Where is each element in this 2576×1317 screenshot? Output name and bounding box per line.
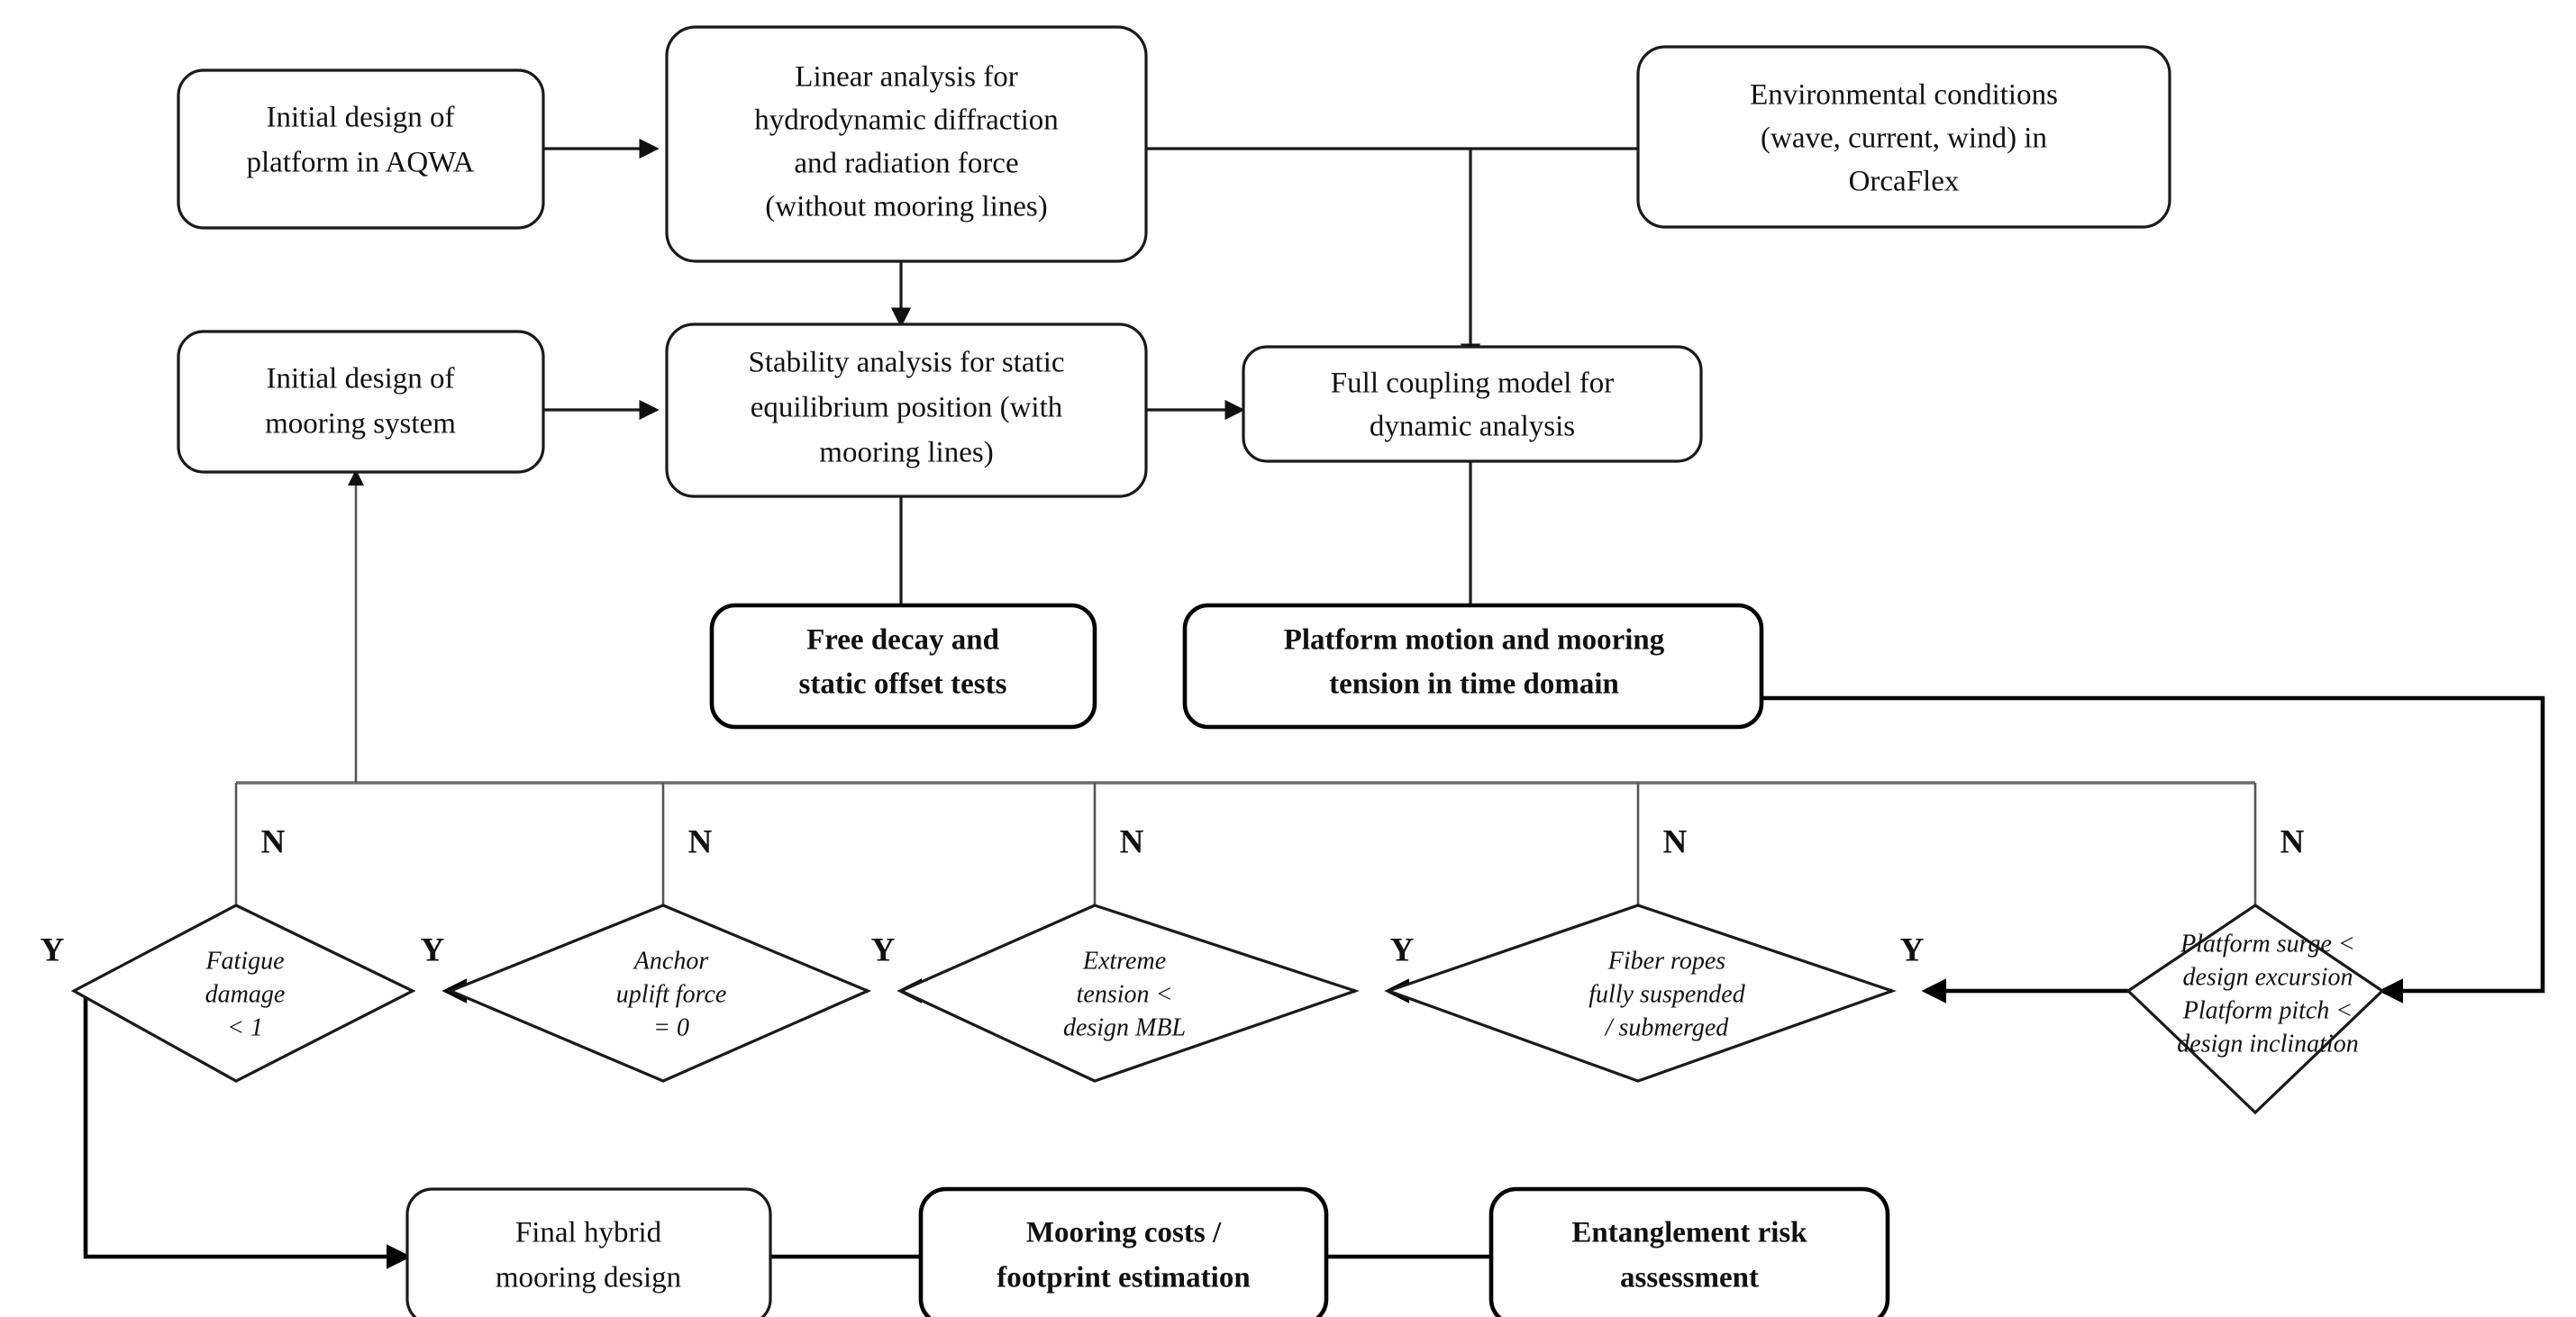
mooring-costs-line-2: footprint estimation bbox=[997, 1262, 1250, 1294]
node-initial-platform[interactable]: Initial design of platform in AQWA bbox=[177, 68, 545, 230]
final-hybrid-line-2: mooring design bbox=[496, 1262, 681, 1294]
branch-label-no-fiber-ropes: N bbox=[1663, 823, 1688, 860]
environmental-conditions-shape[interactable] bbox=[1636, 45, 2171, 229]
initial-platform-line-1: Initial design of bbox=[267, 102, 455, 134]
fiber-ropes-line-1: Fiber ropes bbox=[1607, 947, 1725, 975]
mooring-costs-line-1: Mooring costs / bbox=[1026, 1217, 1222, 1249]
platform-motion-shape[interactable] bbox=[1182, 603, 1764, 730]
branch-label-yes-fiber-ropes: Y bbox=[1390, 931, 1415, 968]
branch-label-yes-exit: Y bbox=[41, 931, 65, 968]
environmental-conditions-line-1: Environmental conditions bbox=[1750, 79, 2058, 112]
fatigue-damage-line-2: damage bbox=[205, 980, 286, 1008]
linear-analysis-line-3: and radiation force bbox=[794, 148, 1018, 180]
full-coupling-line-1: Full coupling model for bbox=[1331, 368, 1614, 400]
branch-label-no-extreme-tension: N bbox=[1120, 823, 1144, 860]
anchor-uplift-line-1: Anchor bbox=[633, 947, 709, 975]
stability-analysis-line-2: equilibrium position (with bbox=[751, 392, 1063, 424]
platform-surge-pitch-line-4: design inclination bbox=[2177, 1030, 2358, 1058]
fiber-ropes-line-3: / submerged bbox=[1604, 1013, 1730, 1041]
branch-label-no-platform-surge: N bbox=[2280, 823, 2305, 860]
platform-surge-pitch-line-3: Platform pitch < bbox=[2182, 996, 2353, 1024]
stability-analysis-shape[interactable] bbox=[665, 322, 1148, 498]
branch-label-yes-platform-surge: Y bbox=[1900, 931, 1925, 968]
anchor-uplift-line-2: uplift force bbox=[616, 980, 727, 1008]
node-platform-motion[interactable]: Platform motion and mooring tension in t… bbox=[1182, 603, 1764, 730]
extreme-tension-line-1: Extreme bbox=[1082, 947, 1166, 975]
branch-label-yes-extreme-tension: Y bbox=[871, 931, 896, 968]
initial-mooring-line-2: mooring system bbox=[265, 408, 456, 441]
platform-motion-line-2: tension in time domain bbox=[1329, 668, 1619, 701]
platform-surge-pitch-line-1: Platform surge < bbox=[2180, 930, 2355, 958]
node-decision-fatigue-damage[interactable]: Fatigue damage < 1 bbox=[70, 904, 416, 1083]
platform-surge-pitch-shape[interactable] bbox=[2125, 904, 2385, 1115]
final-hybrid-line-1: Final hybrid bbox=[515, 1217, 662, 1249]
free-decay-line-2: static offset tests bbox=[799, 668, 1007, 701]
process-box-layer: Initial design of platform in AQWA Linea… bbox=[177, 25, 2171, 1317]
mooring-costs-shape[interactable] bbox=[918, 1186, 1329, 1317]
node-decision-platform-surge-pitch[interactable]: Platform surge < design excursion Platfo… bbox=[2125, 904, 2385, 1115]
fiber-ropes-shape[interactable] bbox=[1384, 904, 1897, 1083]
platform-motion-line-1: Platform motion and mooring bbox=[1284, 624, 1665, 657]
final-hybrid-shape[interactable] bbox=[405, 1187, 772, 1317]
fatigue-damage-line-3: < 1 bbox=[227, 1013, 263, 1041]
linear-analysis-line-2: hydrodynamic diffraction bbox=[754, 104, 1059, 137]
node-decision-extreme-tension[interactable]: Extreme tension < design MBL bbox=[897, 904, 1361, 1083]
node-final-hybrid[interactable]: Final hybrid mooring design bbox=[405, 1187, 772, 1317]
linear-analysis-shape[interactable] bbox=[665, 25, 1148, 263]
decision-layer: Fatigue damage < 1 Anchor uplift force =… bbox=[70, 904, 2385, 1115]
node-decision-anchor-uplift[interactable]: Anchor uplift force = 0 bbox=[446, 904, 872, 1083]
extreme-tension-line-2: tension < bbox=[1077, 980, 1173, 1008]
node-stability-analysis[interactable]: Stability analysis for static equilibriu… bbox=[665, 322, 1148, 498]
extreme-tension-shape[interactable] bbox=[897, 904, 1361, 1083]
free-decay-shape[interactable] bbox=[709, 603, 1097, 730]
linear-analysis-line-1: Linear analysis for bbox=[795, 61, 1017, 94]
node-entanglement-risk[interactable]: Entanglement risk assessment bbox=[1488, 1186, 1890, 1317]
stability-analysis-line-1: Stability analysis for static bbox=[748, 347, 1064, 379]
node-environmental-conditions[interactable]: Environmental conditions (wave, current,… bbox=[1636, 45, 2171, 229]
fatigue-damage-line-1: Fatigue bbox=[205, 947, 284, 975]
entanglement-risk-line-1: Entanglement risk bbox=[1571, 1217, 1807, 1249]
initial-platform-line-2: platform in AQWA bbox=[247, 147, 475, 179]
edge-platform-motion-to-decision-platform-surge bbox=[1761, 695, 2545, 1004]
anchor-uplift-shape[interactable] bbox=[446, 904, 872, 1083]
branch-label-layer: N N N N N Y Y Y Y Y bbox=[41, 823, 2305, 968]
fiber-ropes-line-2: fully suspended bbox=[1588, 980, 1745, 1008]
initial-mooring-line-1: Initial design of bbox=[267, 363, 455, 395]
full-coupling-line-2: dynamic analysis bbox=[1370, 411, 1575, 443]
full-coupling-shape[interactable] bbox=[1242, 345, 1703, 463]
entanglement-risk-shape[interactable] bbox=[1488, 1186, 1890, 1317]
anchor-uplift-line-3: = 0 bbox=[653, 1013, 689, 1041]
entanglement-risk-line-2: assessment bbox=[1620, 1262, 1759, 1294]
node-full-coupling[interactable]: Full coupling model for dynamic analysis bbox=[1242, 345, 1703, 463]
environmental-conditions-line-3: OrcaFlex bbox=[1849, 166, 1960, 198]
free-decay-line-1: Free decay and bbox=[806, 624, 999, 657]
initial-platform-shape[interactable] bbox=[177, 68, 545, 230]
branch-label-no-fatigue-damage: N bbox=[261, 823, 286, 860]
linear-analysis-line-4: (without mooring lines) bbox=[765, 191, 1047, 223]
node-decision-fiber-ropes[interactable]: Fiber ropes fully suspended / submerged bbox=[1384, 904, 1897, 1083]
branch-label-yes-anchor-uplift: Y bbox=[421, 931, 445, 968]
branch-label-no-anchor-uplift: N bbox=[688, 823, 713, 860]
node-mooring-costs[interactable]: Mooring costs / footprint estimation bbox=[918, 1186, 1329, 1317]
initial-mooring-shape[interactable] bbox=[177, 330, 545, 474]
stability-analysis-line-3: mooring lines) bbox=[819, 437, 993, 469]
platform-surge-pitch-line-2: design excursion bbox=[2183, 963, 2353, 991]
node-linear-analysis[interactable]: Linear analysis for hydrodynamic diffrac… bbox=[665, 25, 1148, 263]
environmental-conditions-line-2: (wave, current, wind) in bbox=[1761, 123, 2047, 155]
fatigue-damage-shape[interactable] bbox=[70, 904, 416, 1083]
node-free-decay[interactable]: Free decay and static offset tests bbox=[709, 603, 1097, 730]
edge-yes-fatigue-damage-to-final-hybrid bbox=[83, 991, 412, 1269]
extreme-tension-line-3: design MBL bbox=[1063, 1013, 1186, 1041]
node-initial-mooring[interactable]: Initial design of mooring system bbox=[177, 330, 545, 474]
